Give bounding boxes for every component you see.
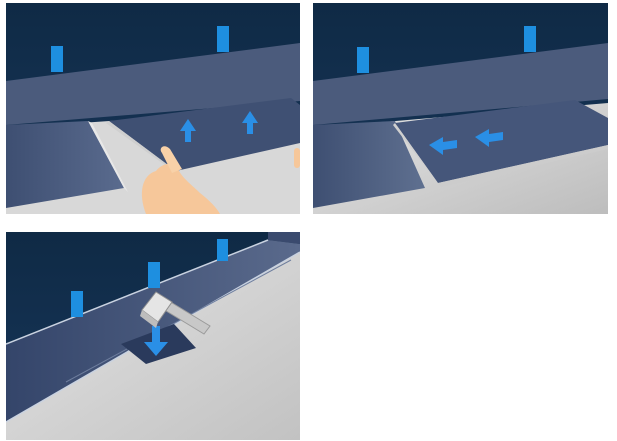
installed-plank <box>313 121 425 208</box>
spacer <box>148 262 160 288</box>
installed-plank <box>6 121 124 208</box>
step-3-panel <box>6 232 300 440</box>
installed-row <box>313 43 608 125</box>
arrow-left-icon <box>475 129 503 147</box>
spacer <box>217 26 229 52</box>
step-1-illustration <box>6 3 300 214</box>
installed-row <box>6 43 300 125</box>
mallet-icon <box>140 291 211 335</box>
step-1-panel <box>6 3 300 214</box>
arrow-left-icon <box>429 137 457 155</box>
arrow-up-icon <box>180 119 196 142</box>
new-plank-front-edge <box>438 145 608 187</box>
step-3-illustration <box>6 232 300 440</box>
plank-edge <box>88 121 128 192</box>
plank-seam <box>65 259 292 383</box>
step-2-panel <box>313 3 608 214</box>
spacer <box>217 239 228 261</box>
new-plank-edge <box>393 123 441 187</box>
hand-icon <box>141 146 300 214</box>
spacer <box>357 47 369 73</box>
spacer <box>71 291 83 317</box>
new-plank <box>395 100 608 183</box>
arrow-down-icon <box>144 326 168 356</box>
spacer <box>524 26 536 52</box>
spacer <box>51 46 63 72</box>
arrow-up-icon <box>242 111 258 134</box>
new-plank-edge <box>106 121 179 175</box>
step-2-illustration <box>313 3 608 214</box>
